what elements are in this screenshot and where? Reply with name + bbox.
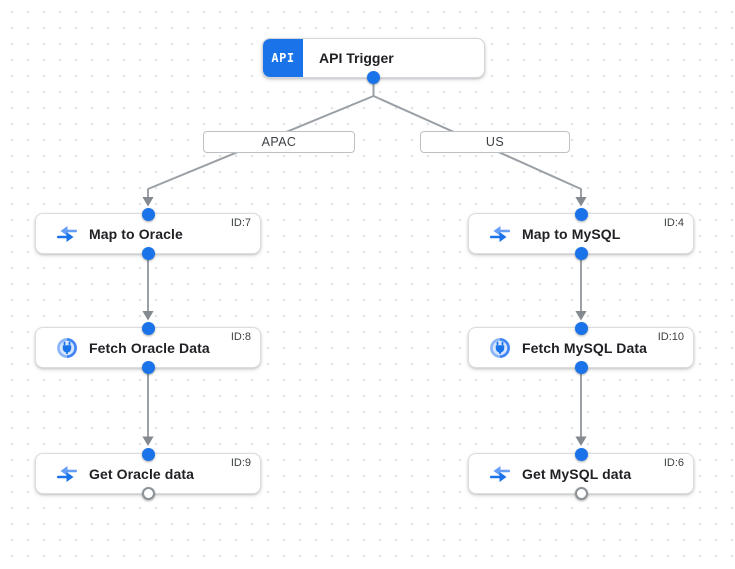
data-mapping-icon bbox=[55, 222, 79, 246]
task-title: Get MySQL data bbox=[522, 465, 632, 482]
task-node-get-oracle-data[interactable]: ID:9 Get Oracle data bbox=[35, 447, 261, 500]
task-title: Fetch Oracle Data bbox=[89, 339, 210, 356]
task-title: Get Oracle data bbox=[89, 465, 194, 482]
trigger-title: API Trigger bbox=[319, 50, 394, 66]
output-port[interactable] bbox=[574, 360, 588, 374]
task-title: Fetch MySQL Data bbox=[522, 339, 648, 356]
data-mapping-icon bbox=[488, 462, 512, 486]
task-id-label: ID:4 bbox=[663, 217, 684, 229]
output-port-open[interactable] bbox=[574, 486, 588, 500]
api-trigger-node[interactable]: API API Trigger bbox=[262, 38, 485, 84]
input-port[interactable] bbox=[141, 447, 155, 461]
task-node-map-to-oracle[interactable]: ID:7 Map to Oracle bbox=[35, 207, 261, 260]
edge-branch-us bbox=[373, 95, 582, 198]
task-node-get-mysql-data[interactable]: ID:6 Get MySQL data bbox=[468, 447, 694, 500]
task-id-label: ID:8 bbox=[230, 331, 251, 343]
task-id-label: ID:9 bbox=[230, 457, 251, 469]
connector-icon bbox=[488, 336, 512, 360]
edge-label-us[interactable]: US bbox=[420, 131, 570, 153]
task-node-fetch-mysql-data[interactable]: ID:10 Fetch MySQL Data bbox=[468, 321, 694, 374]
api-trigger-icon: API bbox=[263, 39, 303, 77]
input-port[interactable] bbox=[141, 207, 155, 221]
task-id-label: ID:10 bbox=[657, 331, 684, 343]
edge-branch-apac bbox=[147, 95, 374, 198]
data-mapping-icon bbox=[55, 462, 79, 486]
output-port-open[interactable] bbox=[141, 486, 155, 500]
arrowheads bbox=[142, 197, 587, 446]
input-port[interactable] bbox=[574, 321, 588, 335]
input-port[interactable] bbox=[574, 207, 588, 221]
task-title: Map to Oracle bbox=[89, 225, 183, 242]
task-node-fetch-oracle-data[interactable]: ID:8 Fetch Oracle Data bbox=[35, 321, 261, 374]
output-port[interactable] bbox=[141, 360, 155, 374]
trigger-output-port[interactable] bbox=[367, 70, 380, 84]
task-title: Map to MySQL bbox=[522, 225, 621, 242]
task-id-label: ID:7 bbox=[230, 217, 251, 229]
data-mapping-icon bbox=[488, 222, 512, 246]
connector-icon bbox=[55, 336, 79, 360]
task-node-map-to-mysql[interactable]: ID:4 Map to MySQL bbox=[468, 207, 694, 260]
output-port[interactable] bbox=[141, 246, 155, 260]
task-id-label: ID:6 bbox=[663, 457, 684, 469]
edge-label-apac[interactable]: APAC bbox=[203, 131, 355, 153]
input-port[interactable] bbox=[141, 321, 155, 335]
input-port[interactable] bbox=[574, 447, 588, 461]
output-port[interactable] bbox=[574, 246, 588, 260]
